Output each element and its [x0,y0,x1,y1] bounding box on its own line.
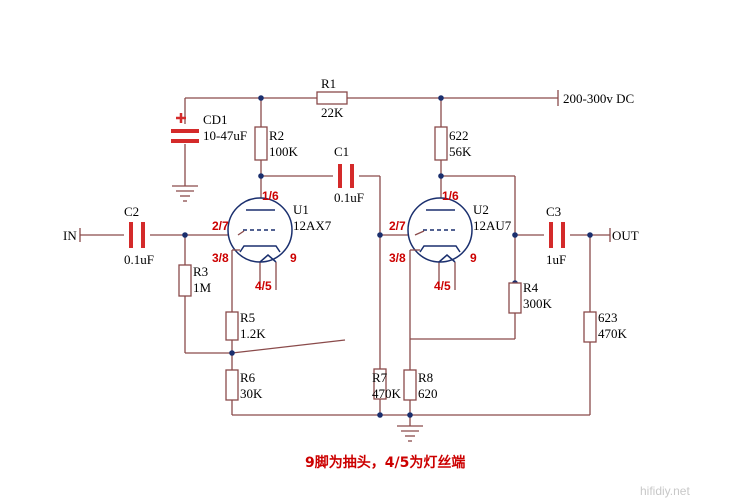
c1-value: 0.1uF [334,190,364,205]
junction-dots [182,95,593,418]
ground-icon [397,425,423,442]
u2-grid-pin: 2/7 [389,219,406,233]
resistor-r6 [225,369,239,401]
footnote: 9脚为抽头，4/5为灯丝端 [305,454,465,471]
u2-heater-pin: 4/5 [434,279,451,293]
cd1-name: CD1 [203,112,228,127]
r623-name: 623 [598,310,618,325]
r5-value: 1.2K [240,326,266,341]
r8-value: 620 [418,386,438,401]
u2-plate-pin: 1/6 [442,189,459,203]
resistor-r2 [254,126,268,161]
input-label: IN [63,228,77,243]
u1-cathode-pin: 3/8 [212,251,229,265]
pin-labels: 1/6 2/7 3/8 9 4/5 1/6 2/7 3/8 9 4/5 [212,189,477,293]
resistor-r4 [508,282,522,314]
r622-name: 622 [449,128,469,143]
capacitors [129,113,565,248]
u2-name: U2 [473,202,489,217]
r5-name: R5 [240,310,255,325]
r6-value: 30K [240,386,263,401]
resistor-622 [434,126,448,161]
resistor-r8 [403,369,417,401]
r8-name: R8 [418,370,433,385]
u1-heater-pin: 4/5 [255,279,272,293]
cd1-value: 10-47uF [203,128,247,143]
resistor-r3 [178,264,192,297]
resistor-r1 [316,91,348,105]
r6-name: R6 [240,370,256,385]
r4-name: R4 [523,280,539,295]
r622-value: 56K [449,144,472,159]
resistors [178,91,597,401]
wires [79,90,611,426]
u1-grid-pin: 2/7 [212,219,229,233]
r7-value: 470K [372,386,402,401]
ground-symbols [172,185,423,442]
r3-name: R3 [193,264,208,279]
r1-value: 22K [321,105,344,120]
u1-tap-pin: 9 [290,251,297,265]
c1-name: C1 [334,144,349,159]
watermark: hifidiy.net [640,484,690,498]
r7-name: R7 [372,370,388,385]
resistor-r5 [225,311,239,341]
r4-value: 300K [523,296,553,311]
r3-value: 1M [193,280,212,295]
u1-type: 12AX7 [293,218,332,233]
resistor-r7 [373,368,387,400]
u1-name: U1 [293,202,309,217]
vacuum-tube-u1 [227,197,293,263]
u2-tap-pin: 9 [470,251,477,265]
c2-value: 0.1uF [124,252,154,267]
c2-name: C2 [124,204,139,219]
vacuum-tube-u2 [407,197,473,263]
u2-cathode-pin: 3/8 [389,251,406,265]
ground-icon [172,185,198,202]
u1-plate-pin: 1/6 [262,189,279,203]
r1-name: R1 [321,76,336,91]
r2-value: 100K [269,144,299,159]
c3-name: C3 [546,204,561,219]
resistor-623 [583,311,597,343]
supply-label: 200-300v DC [563,91,634,106]
c3-value: 1uF [546,252,566,267]
output-label: OUT [612,228,639,243]
component-labels: IN OUT 200-300v DC R1 22K R2 100K 622 56… [63,76,639,401]
r2-name: R2 [269,128,284,143]
r623-value: 470K [598,326,628,341]
u2-type: 12AU7 [473,218,512,233]
